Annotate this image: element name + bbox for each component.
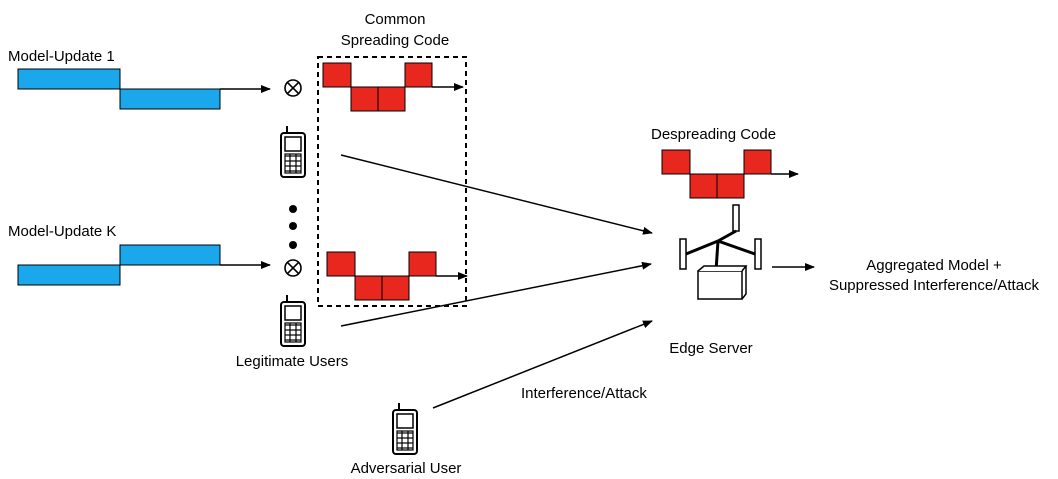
chip: [326, 251, 356, 277]
adversarial-user-label: Adversarial User: [350, 460, 462, 477]
chip: [404, 62, 433, 88]
edge-server-label: Edge Server: [669, 340, 753, 357]
legitimate-users-label: Legitimate Users: [235, 353, 349, 370]
model-update-k-signal: [17, 244, 271, 286]
chip: [350, 86, 379, 112]
model-update-k-label: Model-Update K: [8, 223, 117, 240]
despreading-code: [661, 149, 799, 199]
chip: [743, 149, 772, 175]
update-1-block-high: [17, 68, 121, 90]
chip: [661, 149, 691, 175]
chip: [689, 173, 718, 199]
chip: [354, 275, 383, 301]
spreading-code-k: [326, 251, 468, 301]
update-1-block-low: [119, 88, 221, 110]
update-k-block-high: [119, 244, 221, 266]
interference-attack-label: Interference/Attack: [521, 385, 647, 402]
ellipsis-dots: [289, 205, 297, 249]
adversarial-user-phone-icon: [392, 402, 418, 455]
multiply-1-icon: [284, 79, 302, 97]
chip: [322, 62, 352, 88]
common-spreading-code-box: [317, 56, 467, 307]
output-label-line1: Aggregated Model +: [866, 257, 1002, 274]
user-k-uplink-arrow: [340, 261, 652, 327]
update-k-block-low: [17, 264, 121, 286]
output-label-line2: Suppressed Interference/Attack: [828, 277, 1040, 294]
spreading-code-1: [322, 62, 464, 112]
despreading-code-label: Despreading Code: [651, 126, 777, 143]
model-update-1-label: Model-Update 1: [8, 48, 115, 65]
chip: [381, 275, 410, 301]
common-spreading-code-title-line2: Spreading Code: [340, 32, 450, 49]
multiply-k-icon: [284, 259, 302, 277]
model-update-1-signal: [17, 68, 271, 110]
common-spreading-code-title-line1: Common: [364, 11, 426, 28]
chip: [408, 251, 437, 277]
chip: [716, 173, 745, 199]
edge-server-antenna-icon: [679, 204, 762, 300]
user-1-uplink-arrow: [340, 154, 653, 235]
attack-arrow: [432, 320, 653, 409]
legitimate-user-1-phone-icon: [280, 125, 306, 178]
legitimate-user-k-phone-icon: [280, 294, 306, 347]
chip: [377, 86, 406, 112]
